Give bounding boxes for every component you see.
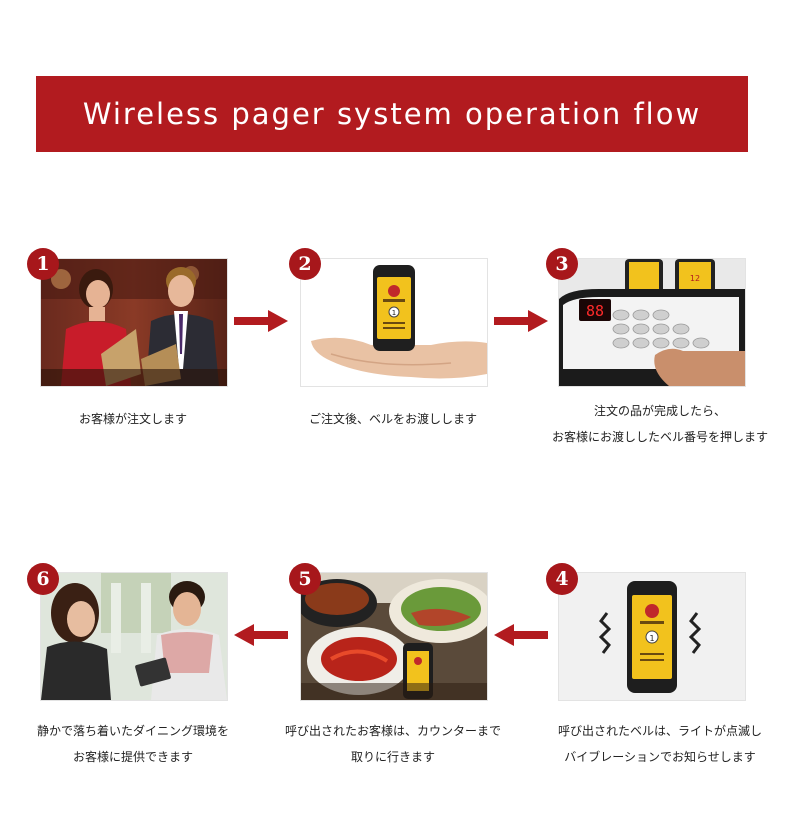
korean-food-with-pager-photo (300, 572, 488, 701)
caption-line: 呼び出されたお客様は、カウンターまで (284, 724, 501, 738)
title-banner: Wireless pager system operation flow (36, 76, 748, 152)
transmitter-display: 88 (586, 302, 604, 320)
pager-number: 1 (392, 309, 396, 317)
caption-line: 呼び出されたベルは、ライトが点滅し (557, 724, 762, 738)
caption-line: バイブレーションでお知らせします (564, 750, 756, 764)
caption-line: ご注文後、ベルをお渡しします (308, 412, 477, 426)
arrow-left-icon (494, 624, 548, 646)
vibrating-pager-photo: 1 (558, 572, 746, 701)
arrow-right-icon (494, 310, 548, 332)
step-badge-5: 5 (289, 563, 321, 595)
pager-number: 1 (649, 634, 654, 643)
step-2-caption: ご注文後、ベルをお渡しします (290, 406, 496, 432)
arrow-right-icon (234, 310, 288, 332)
step-badge-4: 4 (546, 563, 578, 595)
pager-slot-number: 12 (690, 274, 700, 283)
step-badge-1: 1 (27, 248, 59, 280)
transmitter-keypad-photo: 12 88 (558, 258, 746, 387)
caption-line: お客様に提供できます (72, 750, 193, 764)
caption-line: お客様が注文します (78, 412, 187, 426)
hand-holding-pager-photo: 1 (300, 258, 488, 387)
step-6-caption: 静かで落ち着いたダイニング環境を お客様に提供できます (10, 718, 256, 770)
couple-dining-photo (40, 572, 228, 701)
caption-line: お客様にお渡ししたベル番号を押します (551, 430, 768, 444)
step-5-caption: 呼び出されたお客様は、カウンターまで 取りに行きます (270, 718, 516, 770)
step-badge-6: 6 (27, 563, 59, 595)
step-badge-2: 2 (289, 248, 321, 280)
step-4-caption: 呼び出されたベルは、ライトが点滅し バイブレーションでお知らせします (512, 718, 808, 770)
couple-reading-menu-photo (40, 258, 228, 387)
page-title: Wireless pager system operation flow (82, 97, 702, 131)
caption-line: 静かで落ち着いたダイニング環境を (36, 724, 229, 738)
step-badge-3: 3 (546, 248, 578, 280)
step-1-caption: お客様が注文します (40, 406, 226, 432)
caption-line: 取りに行きます (350, 750, 435, 764)
arrow-left-icon (234, 624, 288, 646)
step-3-caption: 注文の品が完成したら、 お客様にお渡ししたベル番号を押します (522, 398, 798, 450)
caption-line: 注文の品が完成したら、 (593, 404, 726, 418)
